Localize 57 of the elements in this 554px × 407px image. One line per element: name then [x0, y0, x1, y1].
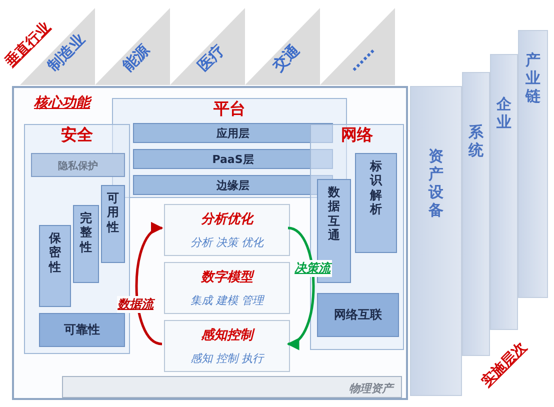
function-heading: 感知控制 — [201, 327, 253, 344]
block-heading: 网络 — [340, 125, 374, 146]
edge-label: 数据流 — [116, 296, 154, 313]
layer-label: PaaS层 — [212, 152, 254, 167]
level-column — [462, 72, 490, 356]
function-heading: 分析优化 — [201, 211, 253, 228]
function-plane — [164, 262, 290, 314]
panel-label: 隐私保护 — [58, 159, 98, 173]
function-steps: 感知 控制 执行 — [190, 351, 264, 366]
block-heading: 安全 — [60, 125, 94, 146]
function-heading: 数字模型 — [201, 268, 253, 286]
function-plane — [164, 320, 290, 372]
panel-label: 完整性 — [79, 211, 93, 254]
function-steps: 集成 建模 管理 — [190, 293, 264, 308]
panel-label: 保密性 — [48, 231, 62, 274]
layer-label: 边缘层 — [216, 178, 250, 193]
side-panel — [317, 293, 399, 337]
level-label: 企业 — [496, 95, 512, 131]
edge-label: 决策流 — [294, 260, 332, 277]
layer-label: 应用层 — [216, 126, 250, 141]
flow-arrow — [135, 225, 164, 346]
layer-block — [24, 124, 130, 354]
level-label: 资产设备 — [427, 147, 444, 219]
function-steps: 分析 决策 优化 — [190, 235, 264, 250]
block-heading: 平台 — [212, 99, 246, 120]
industry-triangle — [245, 8, 320, 85]
industry-triangle — [170, 8, 245, 85]
panel-label: 可用性 — [106, 191, 120, 234]
frame-heading: 核心功能 — [34, 94, 90, 112]
industry-label: 能源 — [119, 40, 154, 76]
industry-triangle — [95, 8, 170, 85]
level-column — [490, 54, 518, 330]
industry-label: 交通 — [269, 40, 304, 76]
level-label: 系统 — [467, 123, 484, 159]
industry-label: …… — [344, 40, 378, 75]
industry-triangle — [320, 8, 395, 85]
function-plane — [164, 204, 290, 256]
panel-label: 可靠性 — [64, 322, 100, 338]
core-function-frame — [12, 86, 408, 400]
level-label: 产业链 — [524, 51, 542, 105]
side-panel — [101, 185, 125, 263]
panel-label: 标识解析 — [369, 159, 383, 217]
side-panel — [39, 313, 125, 347]
side-panel — [31, 153, 125, 177]
side-panel — [39, 225, 71, 307]
base-plate — [62, 376, 402, 398]
layer-slab — [133, 149, 333, 169]
side-panel — [73, 205, 99, 283]
layer-slab — [133, 123, 333, 143]
side-panel — [355, 153, 397, 253]
industry-label: 医疗 — [194, 40, 229, 76]
level-column — [518, 30, 548, 298]
level-column — [410, 86, 462, 396]
plate-label: 物理资产 — [349, 381, 393, 396]
panel-label: 网络互联 — [334, 306, 382, 324]
panel-label: 数据互通 — [327, 185, 341, 243]
section-label: 实施层次 — [478, 338, 530, 391]
